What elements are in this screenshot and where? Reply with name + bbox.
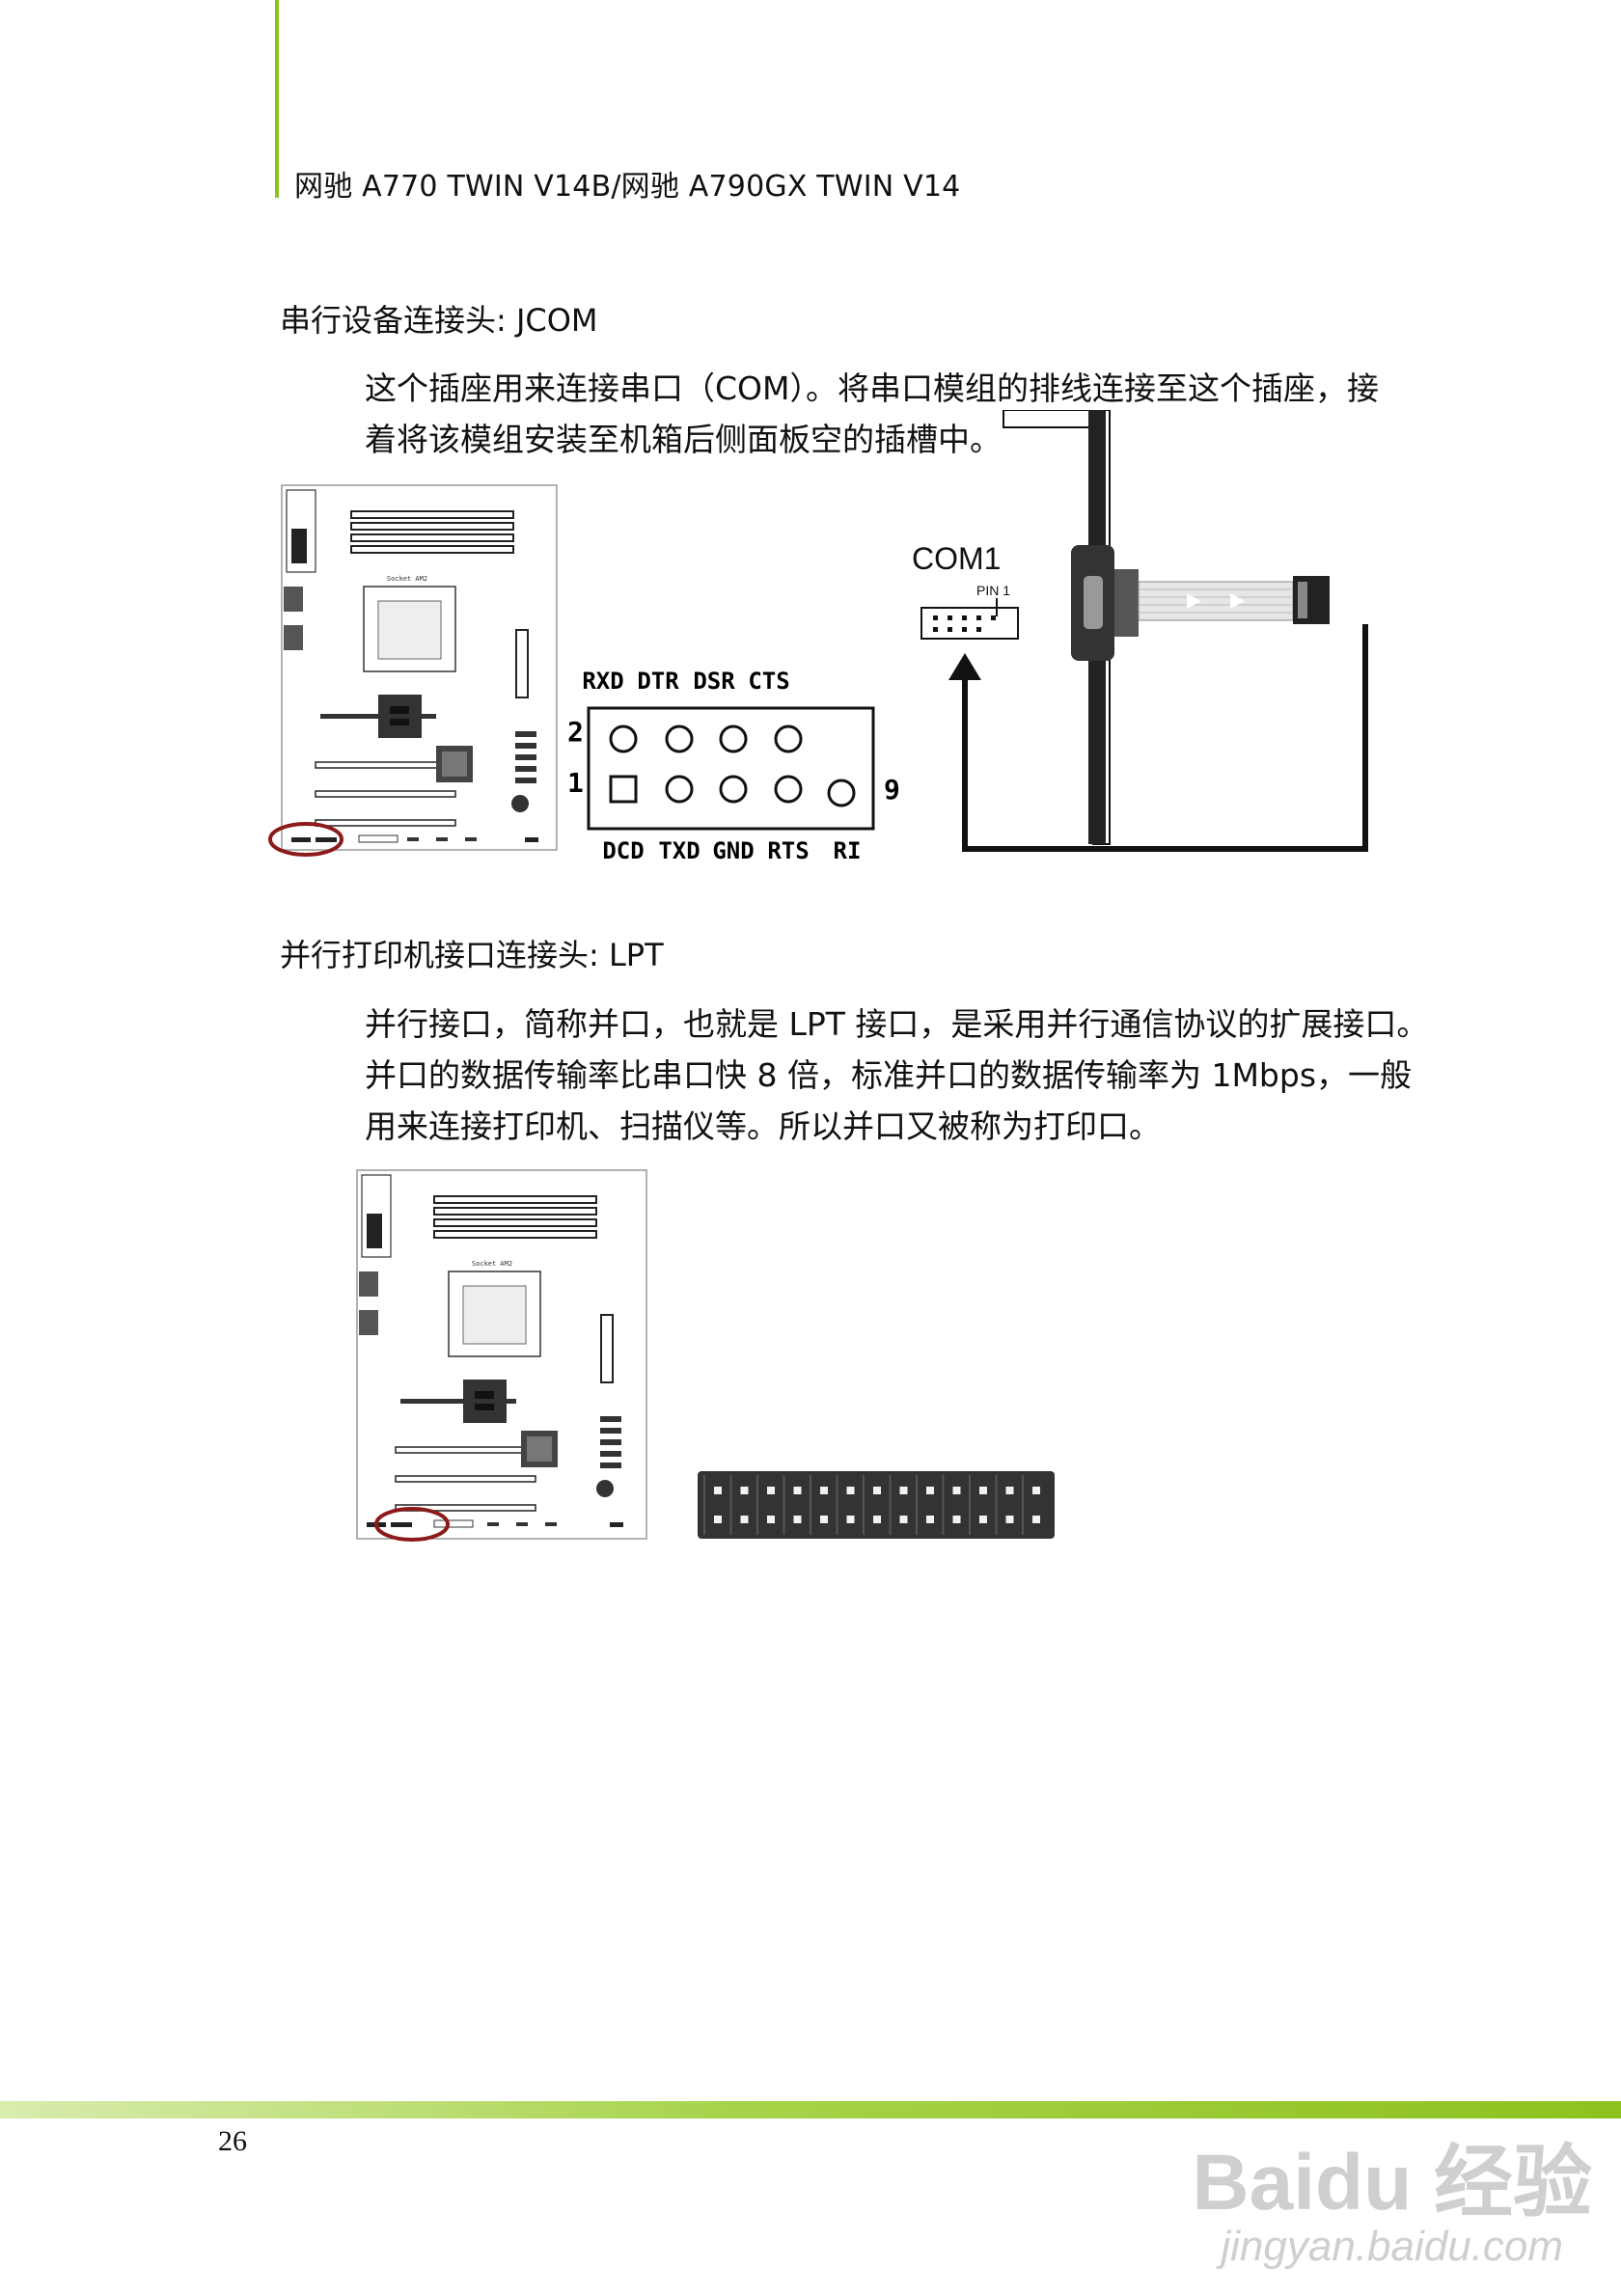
com1-label: COM1 xyxy=(912,541,1001,576)
lpt-pin xyxy=(979,1516,987,1523)
lpt-pin xyxy=(952,1487,961,1494)
lpt-pin xyxy=(1005,1516,1014,1523)
paragraph-line: 并行接口，简称并口，也就是 LPT 接口，是采用并行通信协议的扩展接口。 xyxy=(365,1005,1429,1043)
lpt-section-paragraph: 并行接口，简称并口，也就是 LPT 接口，是采用并行通信协议的扩展接口。 并口的… xyxy=(365,998,1429,1152)
paragraph-line: 着将该模组安装至机箱后侧面板空的插槽中。 xyxy=(365,421,1002,458)
pin-label-rxd: RXD xyxy=(582,668,623,695)
row-label-2: 2 xyxy=(567,716,584,748)
lpt-pin xyxy=(1032,1487,1040,1494)
motherboard-diagram-lpt: Socket AM2 xyxy=(356,1169,647,1542)
lpt-section-heading: 并行打印机接口连接头: LPT xyxy=(280,937,664,973)
watermark-url: jingyan.baidu.com xyxy=(1221,2223,1564,2270)
lpt-pin xyxy=(1005,1487,1014,1494)
lpt-pin xyxy=(740,1516,749,1523)
lpt-pin xyxy=(820,1516,828,1523)
pin-label-dsr: DSR xyxy=(693,668,735,695)
lpt-pin xyxy=(793,1516,802,1523)
pin-label-rts: RTS xyxy=(767,837,809,864)
lpt-pin xyxy=(767,1516,775,1523)
socket-label: Socket AM2 xyxy=(472,1260,512,1268)
com-pin-header-diagram: RXD DTR DSR CTS 2 1 9 DCD TXD GND RTS RI xyxy=(567,668,900,864)
socket-label: Socket AM2 xyxy=(387,575,427,583)
lpt-pin xyxy=(846,1516,855,1523)
pin-label-dcd: DCD xyxy=(602,837,644,864)
paragraph-line: 用来连接打印机、扫描仪等。所以并口又被称为打印口。 xyxy=(365,1107,1161,1145)
lpt-pin xyxy=(899,1516,908,1523)
com-section-paragraph: 这个插座用来连接串口（COM）。将串口模组的排线连接至这个插座，接 着将该模组安… xyxy=(365,363,1416,465)
pin-label-cts: CTS xyxy=(748,668,789,695)
lpt-pin xyxy=(740,1487,749,1494)
lpt-highlight-circle xyxy=(374,1507,450,1542)
paragraph-line: 这个插座用来连接串口（COM）。将串口模组的排线连接至这个插座，接 xyxy=(365,369,1379,407)
lpt-pin xyxy=(899,1487,908,1494)
lpt-pin xyxy=(714,1487,722,1494)
page-number: 26 xyxy=(218,2125,247,2157)
pin-label-txd: TXD xyxy=(658,837,700,864)
motherboard-diagram-com: Socket AM2 xyxy=(268,484,558,857)
lpt-pin xyxy=(820,1487,828,1494)
jcom-highlight-circle xyxy=(268,822,343,857)
lpt-pin xyxy=(1032,1516,1040,1523)
lpt-pin xyxy=(979,1487,987,1494)
pin1-label: PIN 1 xyxy=(976,583,1010,598)
lpt-pin xyxy=(793,1487,802,1494)
lpt-pin xyxy=(952,1516,961,1523)
com-bracket-cable-diagram: COM1 PIN 1 xyxy=(912,410,1368,852)
lpt-pin xyxy=(714,1516,722,1523)
baidu-watermark: Baidu 经验 jingyan.baidu.com xyxy=(1192,2144,1592,2271)
header-accent-bar xyxy=(275,0,279,198)
pin-label-gnd: GND xyxy=(712,837,754,864)
lpt-header-diagram xyxy=(698,1471,1055,1539)
lpt-pin xyxy=(846,1487,855,1494)
lpt-pin xyxy=(873,1516,881,1523)
page-header: 网驰 A770 TWIN V14B/网驰 A790GX TWIN V14 xyxy=(294,170,961,204)
row-label-1: 1 xyxy=(567,767,584,799)
lpt-pin xyxy=(767,1487,775,1494)
footer-accent-line xyxy=(0,2101,1621,2118)
lpt-pin xyxy=(926,1516,934,1523)
lpt-pin xyxy=(873,1487,881,1494)
pin-label-ri: RI xyxy=(834,837,862,864)
pin-label-dtr: DTR xyxy=(637,668,679,695)
pin-number-9: 9 xyxy=(884,774,900,806)
com-section-heading: 串行设备连接头: JCOM xyxy=(280,302,598,339)
paragraph-line: 并口的数据传输率比串口快 8 倍，标准并口的数据传输率为 1Mbps，一般 xyxy=(365,1056,1413,1094)
watermark-brand: Baidu 经验 xyxy=(1192,2139,1592,2227)
lpt-pin xyxy=(926,1487,934,1494)
